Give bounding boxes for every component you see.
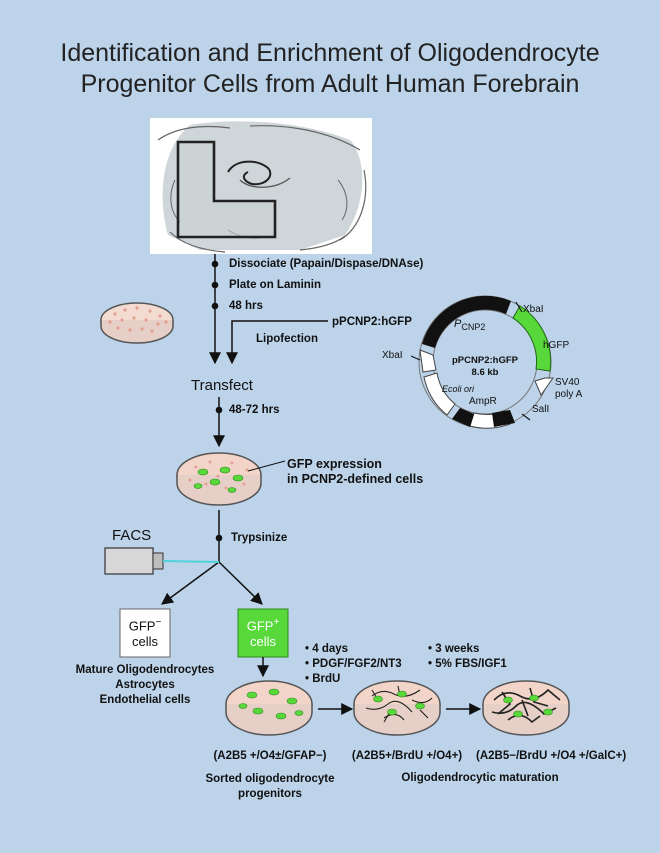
- caption-sorted-progenitors: Sorted oligodendrocyte progenitors: [195, 772, 345, 802]
- gfp-neg-text: GFP: [128, 618, 156, 634]
- promoter-subscript: CNP2: [461, 322, 486, 332]
- plasmid-xbal-left: XbaI: [382, 350, 403, 361]
- cell-type-2: Astrocytes: [115, 679, 175, 691]
- gfp-positive-label: GFP+ cells: [238, 615, 288, 650]
- dissection-l-outline: [176, 140, 277, 239]
- label-dissociate: Dissociate (Papain/Dispase/DNAse): [229, 258, 424, 270]
- facs-device: [104, 547, 220, 575]
- petri-dish-plated: [100, 302, 174, 344]
- label-facs: FACS: [112, 527, 152, 544]
- caption-maturation: Oligodendrocytic maturation: [401, 772, 559, 784]
- petri-dish-gfp-expression: [176, 452, 286, 506]
- marker-sorted: (A2B5 +/O4±/GFAP−): [213, 750, 327, 762]
- cond-4-days: 4 days: [312, 643, 349, 655]
- plasmid-center-size: 8.6 kb: [471, 367, 499, 378]
- label-48-72-hrs: 48-72 hrs: [229, 404, 280, 416]
- cond-brdu: BrdU: [312, 673, 341, 685]
- plasmid-hgfp: hGFP: [543, 340, 570, 351]
- brain-section-image: [150, 118, 372, 254]
- diagram-title: Identification and Enrichment of Oligode…: [0, 38, 660, 100]
- label-trypsinize: Trypsinize: [231, 532, 288, 544]
- promoter-p: P: [454, 318, 462, 330]
- cond-growth-factors: PDGF/FGF2/NT3: [312, 658, 402, 670]
- plasmid-center-name: pPCNP2:hGFP: [452, 355, 518, 366]
- petri-dish-sorted-progenitors: [225, 680, 313, 736]
- plasmid-map: [410, 295, 554, 429]
- gfp-negative-box: [119, 608, 171, 658]
- label-plate-on-laminin: Plate on Laminin: [229, 279, 322, 291]
- gfp-negative-label: GFP− cells: [120, 615, 170, 650]
- culture-conditions-1: • 4 days • PDGF/FGF2/NT3 • BrdU: [305, 643, 402, 685]
- petri-dish-maturation-2: [482, 680, 570, 736]
- plasmid-polya: poly A: [555, 389, 583, 400]
- cell-type-1: Mature Oligodendrocytes: [75, 664, 215, 676]
- title-line-2: Progenitor Cells from Adult Human Forebr…: [80, 70, 580, 98]
- cond-fbs-igf1: 5% FBS/IGF1: [435, 658, 507, 670]
- plasmid-ecoli-ori: Ecoli ori: [442, 384, 475, 394]
- label-gfp-expression: GFP expression: [287, 457, 382, 471]
- cond-3-weeks: 3 weeks: [435, 643, 480, 655]
- cell-type-3: Endothelial cells: [99, 694, 191, 706]
- label-lipofection: Lipofection: [256, 333, 318, 345]
- label-pcnp2-defined-cells: in PCNP2-defined cells: [287, 472, 424, 486]
- gfp-pos-cells: cells: [249, 634, 276, 650]
- label-48-hrs: 48 hrs: [229, 300, 263, 312]
- culture-conditions-2: • 3 weeks • 5% FBS/IGF1: [428, 643, 507, 670]
- marker-maturation-2: (A2B5−/BrdU +/O4 +/GalC+): [476, 750, 627, 762]
- gfp-pos-sup: +: [273, 617, 280, 628]
- plasmid-promoter: PCNP2: [454, 318, 486, 332]
- petri-dish-maturation-1: [353, 680, 441, 736]
- caption-line-2: progenitors: [238, 788, 302, 800]
- plasmid-sv40: SV40: [555, 377, 580, 388]
- gfp-neg-sup: −: [155, 617, 162, 628]
- caption-line-1: Sorted oligodendrocyte: [205, 773, 335, 785]
- label-transfect: Transfect: [191, 377, 253, 394]
- marker-maturation-1: (A2B5+/BrdU +/O4+): [351, 750, 463, 762]
- gfp-negative-cell-types: Mature Oligodendrocytes Astrocytes Endot…: [65, 663, 225, 708]
- gfp-neg-cells: cells: [131, 634, 158, 650]
- plasmid-pointer-label: pPCNP2:hGFP: [332, 316, 412, 328]
- title-line-1: Identification and Enrichment of Oligode…: [60, 39, 600, 67]
- plasmid-xbal-top: XbaI: [523, 304, 544, 315]
- gfp-pos-text: GFP: [246, 618, 274, 634]
- plasmid-sall: SalI: [532, 404, 550, 415]
- gfp-positive-box: [237, 608, 289, 658]
- plasmid-ampr: AmpR: [469, 396, 497, 407]
